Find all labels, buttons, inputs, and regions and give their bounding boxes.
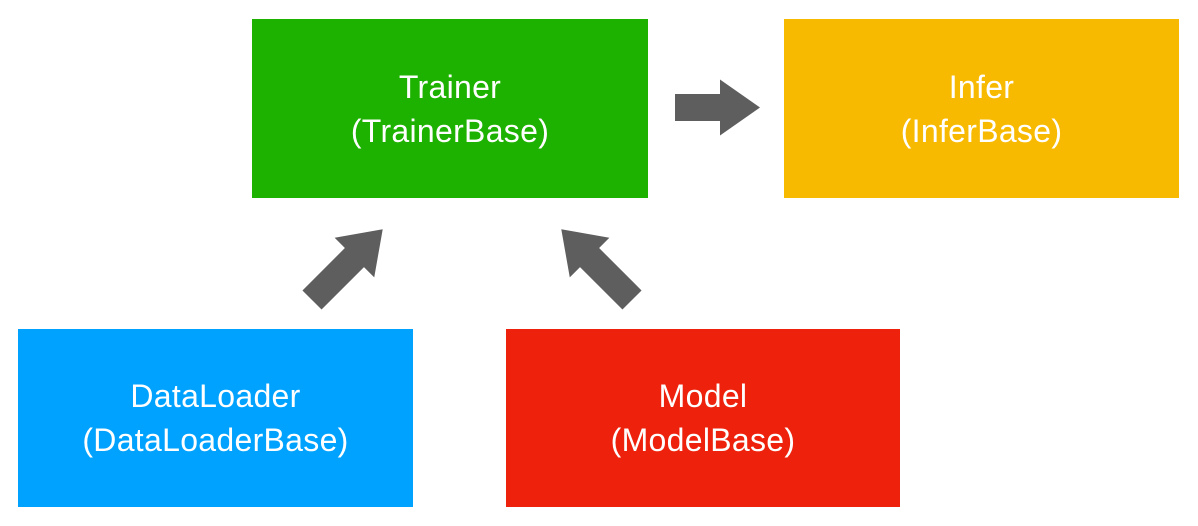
node-dataloader: DataLoader (DataLoaderBase) bbox=[18, 329, 413, 507]
node-trainer-title: Trainer bbox=[398, 68, 502, 105]
node-model-subtitle: (ModelBase) bbox=[610, 422, 796, 458]
node-dataloader-title: DataLoader bbox=[130, 378, 301, 414]
node-infer-title: Infer bbox=[948, 68, 1015, 105]
arrow-model-to-trainer bbox=[561, 229, 642, 310]
node-infer-subtitle: (InferBase) bbox=[900, 112, 1063, 149]
node-model: Model (ModelBase) bbox=[506, 329, 900, 507]
node-model-title: Model bbox=[658, 378, 748, 414]
node-infer: Infer (InferBase) bbox=[784, 19, 1179, 198]
node-dataloader-subtitle: (DataLoaderBase) bbox=[82, 422, 349, 458]
node-trainer: Trainer (TrainerBase) bbox=[252, 19, 648, 198]
arrow-dataloader-to-trainer bbox=[302, 229, 383, 310]
node-trainer-subtitle: (TrainerBase) bbox=[350, 112, 550, 149]
arrow-trainer-to-infer bbox=[675, 79, 760, 136]
